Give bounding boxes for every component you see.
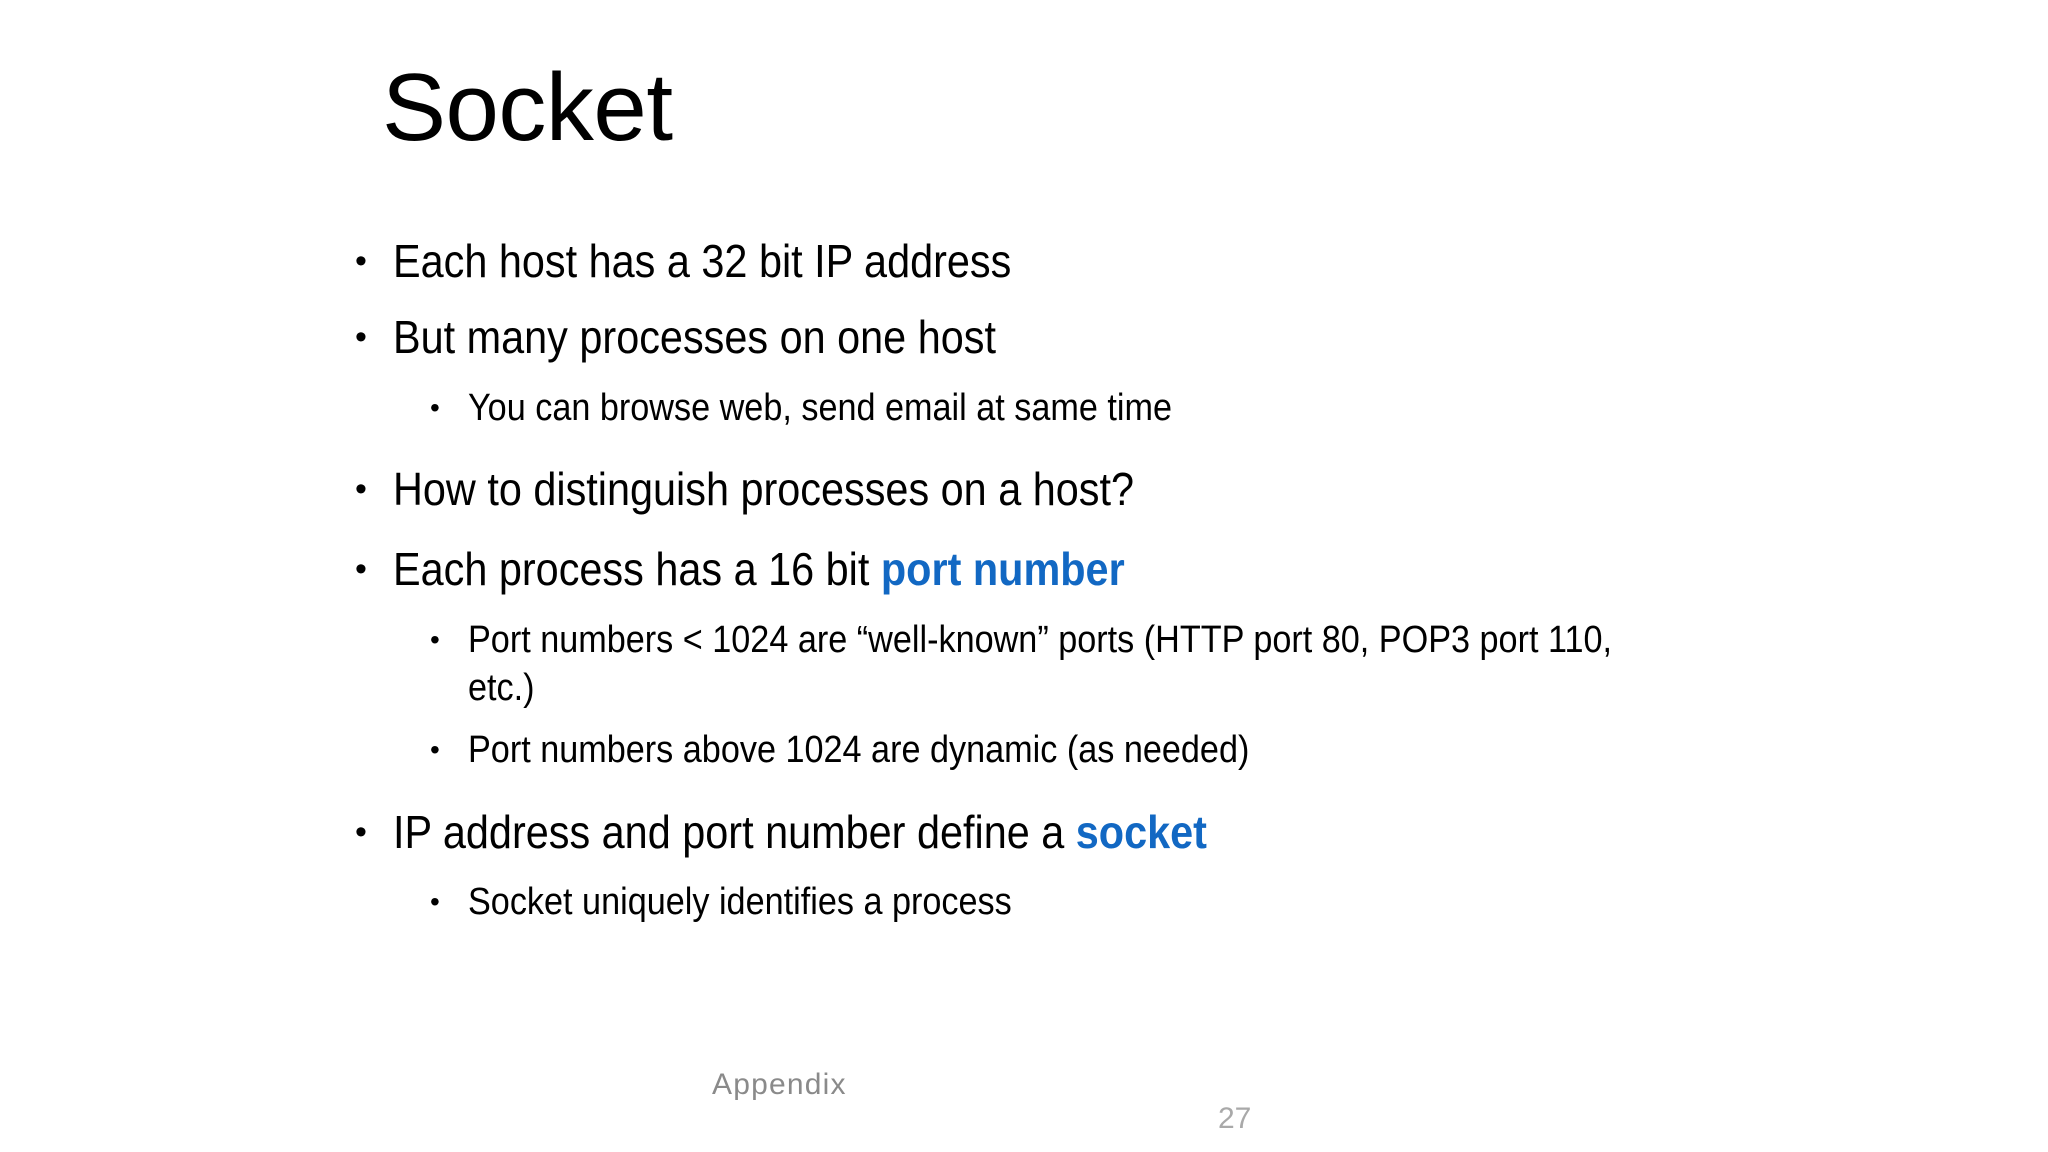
sub-list-item: • Port numbers < 1024 are “well-known” p…	[355, 616, 1775, 713]
accent-term-port-number: port number	[880, 543, 1125, 596]
list-item: • Each process has a 16 bit port number	[355, 540, 1775, 600]
bullet-point-icon: •	[430, 886, 440, 918]
sub-list-item: • You can browse web, send email at same…	[355, 384, 1775, 433]
list-item-lead-text: IP address and port number define a	[393, 805, 1076, 858]
page-number: 27	[1218, 1102, 1252, 1135]
list-item-label: Each host has a 32 bit IP address	[393, 235, 1012, 287]
list-item-label: IP address and port number define a sock…	[393, 803, 1637, 863]
sub-list-item: • Port numbers above 1024 are dynamic (a…	[355, 726, 1775, 775]
bullet-point-icon: •	[355, 550, 367, 589]
list-item: • But many processes on one host	[355, 308, 1775, 368]
footer-section-label: Appendix	[712, 1068, 847, 1101]
bullet-point-icon: •	[355, 470, 367, 509]
bullet-point-icon: •	[430, 734, 440, 766]
bullet-point-icon: •	[430, 623, 440, 655]
list-item: • How to distinguish processes on a host…	[355, 460, 1775, 520]
accent-term-socket: socket	[1075, 805, 1207, 858]
sub-list-item-label: Socket uniquely identifies a process	[468, 881, 1012, 924]
bullet-point-icon: •	[355, 317, 367, 356]
sub-list-item: • Socket uniquely identifies a process	[355, 878, 1775, 927]
list-item: • Each host has a 32 bit IP address	[355, 232, 1775, 292]
bullet-point-icon: •	[355, 242, 367, 280]
list-item-label: But many processes on one host	[393, 310, 996, 363]
bullet-list: • Each host has a 32 bit IP address • Bu…	[355, 232, 1775, 940]
sub-list-item-label: Port numbers < 1024 are “well-known” por…	[468, 618, 1612, 710]
list-item-label: Each process has a 16 bit port number	[393, 540, 1637, 600]
sub-list-item-label: You can browse web, send email at same t…	[468, 386, 1173, 429]
bullet-point-icon: •	[430, 391, 440, 423]
sub-list-item-label: Port numbers above 1024 are dynamic (as …	[468, 729, 1250, 772]
list-item-lead-text: Each process has a 16 bit	[393, 543, 881, 596]
bullet-point-icon: •	[355, 812, 367, 851]
list-item-label: How to distinguish processes on a host?	[393, 463, 1135, 516]
list-item: • IP address and port number define a so…	[355, 803, 1775, 863]
page-title: Socket	[382, 54, 673, 161]
